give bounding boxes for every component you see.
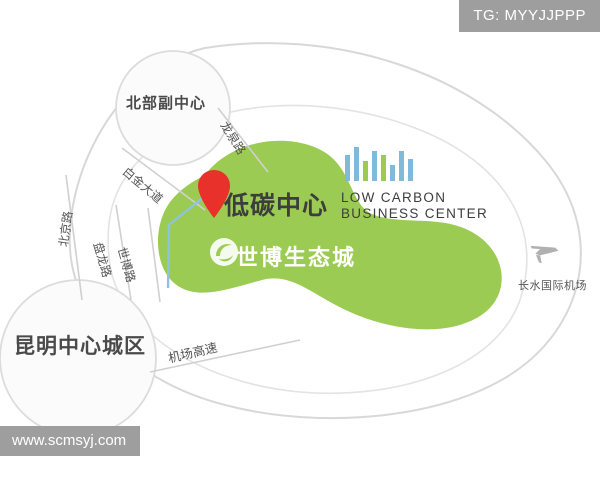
page-title-en-line1: LOW CARBON [341, 190, 447, 205]
road-line-baijin [121, 147, 206, 211]
road-line-panlong [115, 204, 132, 301]
tg-watermark: TG: MYYJJPPP [459, 0, 600, 32]
outer-ring-road [68, 42, 582, 420]
expo-brand-label: 世博生态城 [236, 245, 357, 270]
page-title-cn: 低碳中心 [224, 192, 329, 220]
road-line-beijing [65, 174, 83, 301]
green-eco-zone [157, 140, 502, 330]
road-line-airport-expressway [149, 339, 301, 373]
road-line-shibo [147, 207, 161, 303]
district-label-kunming: 昆明中心城区 [14, 335, 146, 358]
site-watermark: www.scmsyj.com [0, 426, 141, 456]
map-pin-icon [198, 170, 230, 218]
district-label-north: 北部副中心 [126, 95, 207, 112]
expo-brand-swirl-icon [210, 238, 238, 266]
page-title-en-line2: BUSINESS CENTER [341, 206, 489, 221]
airport-label: 长水国际机场 [518, 280, 587, 292]
road-line-longquan [217, 107, 269, 173]
district-circle-north [115, 50, 231, 166]
highlight-access-road [166, 195, 206, 289]
airplane-icon [530, 245, 559, 264]
inner-ring-road [107, 104, 528, 395]
